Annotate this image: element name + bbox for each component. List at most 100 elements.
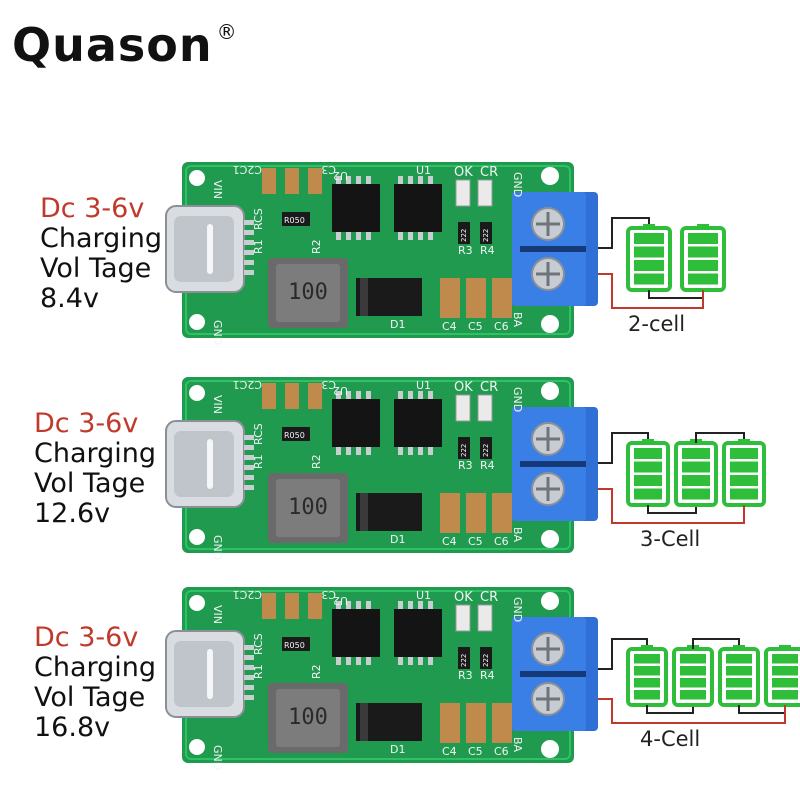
label-rcs: RCS: [252, 633, 265, 655]
battery-icon: [718, 645, 760, 707]
label-vin: VIN: [211, 605, 224, 624]
module-spec: Dc 3-6v Charging Vol Tage 12.6v: [34, 409, 156, 529]
input-voltage-label: Dc 3-6v: [34, 408, 139, 439]
vol-tage-label: Vol Tage: [34, 468, 146, 499]
label-cr: CR: [480, 165, 498, 180]
ic-u1: [394, 399, 442, 447]
label-inductor: 100: [288, 280, 328, 305]
label-c2c1: C2C1: [233, 588, 262, 601]
red-wire: [598, 488, 745, 524]
label-r050: R050: [284, 216, 305, 225]
battery-icon: [626, 645, 668, 707]
label-ok: OK: [454, 165, 473, 180]
mount-hole: [541, 530, 559, 548]
mount-hole: [541, 592, 559, 610]
label-cr: CR: [480, 380, 498, 395]
series-wire: [647, 505, 697, 514]
battery-pack: [598, 217, 726, 309]
label-rcs: RCS: [252, 423, 265, 445]
label-u2: U2: [333, 169, 348, 182]
label-r4: R4: [480, 669, 495, 682]
mount-hole: [541, 315, 559, 333]
label-ba: BA: [511, 527, 524, 543]
battery-icon: [764, 645, 800, 707]
battery-icon: [626, 439, 670, 507]
label-u1: U1: [416, 164, 431, 177]
charger-module: Dc 3-6v Charging Vol Tage 16.8v: [0, 575, 800, 775]
label-d1: D1: [390, 318, 405, 331]
label-u2: U2: [333, 384, 348, 397]
mount-hole: [189, 385, 205, 401]
vol-tage-label: Vol Tage: [40, 253, 152, 284]
battery-icon: [674, 439, 718, 507]
charging-label: Charging: [34, 438, 157, 469]
label-u1: U1: [416, 379, 431, 392]
pcb-board-photo: VIN GND C2C1 C3 U2 U1 OK CR RCS R050 R1 …: [165, 377, 766, 560]
mount-hole: [541, 382, 559, 400]
label-inductor: 100: [288, 705, 328, 730]
mount-hole: [189, 595, 205, 611]
label-c3: C3: [321, 588, 336, 601]
cell-count-label: 3-Cell: [640, 527, 701, 551]
label-ok: OK: [454, 590, 473, 605]
label-r3: R3: [458, 244, 473, 257]
output-voltage-label: 16.8v: [34, 712, 111, 743]
label-inductor: 100: [288, 495, 328, 520]
label-u1: U1: [416, 589, 431, 602]
mount-hole: [189, 739, 205, 755]
series-wire: [695, 432, 745, 443]
mount-hole: [541, 167, 559, 185]
brand-logo: Quason®: [12, 18, 238, 72]
label-r2: R2: [310, 664, 323, 679]
label-ba: BA: [511, 312, 524, 328]
input-voltage-label: Dc 3-6v: [40, 193, 145, 224]
label-c3: C3: [321, 163, 336, 176]
label-d1: D1: [390, 743, 405, 756]
mount-hole: [189, 314, 205, 330]
battery-icon: [672, 645, 714, 707]
pcb-board-photo: VIN GND C2C1 C3 U2 U1 OK CR RCS R050 R1 …: [165, 162, 726, 345]
label-c4: C4: [442, 745, 457, 758]
charger-module: Dc 3-6v Charging Vol Tage 8.4v: [0, 150, 800, 350]
label-c5: C5: [468, 745, 483, 758]
series-wire: [692, 638, 740, 649]
label-222: 222: [482, 654, 490, 667]
label-c4: C4: [442, 535, 457, 548]
label-r2: R2: [310, 239, 323, 254]
battery-icon: [626, 224, 672, 292]
label-c5: C5: [468, 320, 483, 333]
label-cr: CR: [480, 590, 498, 605]
label-c2c1: C2C1: [233, 163, 262, 176]
label-c3: C3: [321, 378, 336, 391]
label-c6: C6: [494, 320, 509, 333]
label-222: 222: [482, 444, 490, 457]
input-voltage-label: Dc 3-6v: [34, 622, 139, 653]
label-r2: R2: [310, 454, 323, 469]
brand-name: Quason: [12, 18, 213, 72]
label-r1: R1: [252, 454, 265, 469]
charging-label: Charging: [40, 223, 163, 254]
module-spec: Dc 3-6v Charging Vol Tage 16.8v: [34, 623, 156, 743]
label-vin: VIN: [211, 180, 224, 199]
black-wire: [598, 432, 649, 464]
label-r050: R050: [284, 431, 305, 440]
ic-u2: [332, 184, 380, 232]
label-c6: C6: [494, 535, 509, 548]
red-wire: [598, 273, 704, 309]
mount-hole: [541, 740, 559, 758]
label-gnd-2: GND: [511, 597, 524, 622]
battery-pack: [598, 638, 800, 724]
ic-u1: [394, 184, 442, 232]
battery-icon: [680, 224, 726, 292]
label-c5: C5: [468, 535, 483, 548]
cell-count-label: 4-Cell: [640, 727, 701, 751]
label-c4: C4: [442, 320, 457, 333]
label-c6: C6: [494, 745, 509, 758]
red-wire: [598, 698, 786, 724]
vol-tage-label: Vol Tage: [34, 682, 146, 713]
ic-u1: [394, 609, 442, 657]
black-wire: [598, 638, 648, 670]
label-gnd: GND: [211, 745, 224, 770]
output-voltage-label: 8.4v: [40, 283, 99, 314]
label-r3: R3: [458, 459, 473, 472]
